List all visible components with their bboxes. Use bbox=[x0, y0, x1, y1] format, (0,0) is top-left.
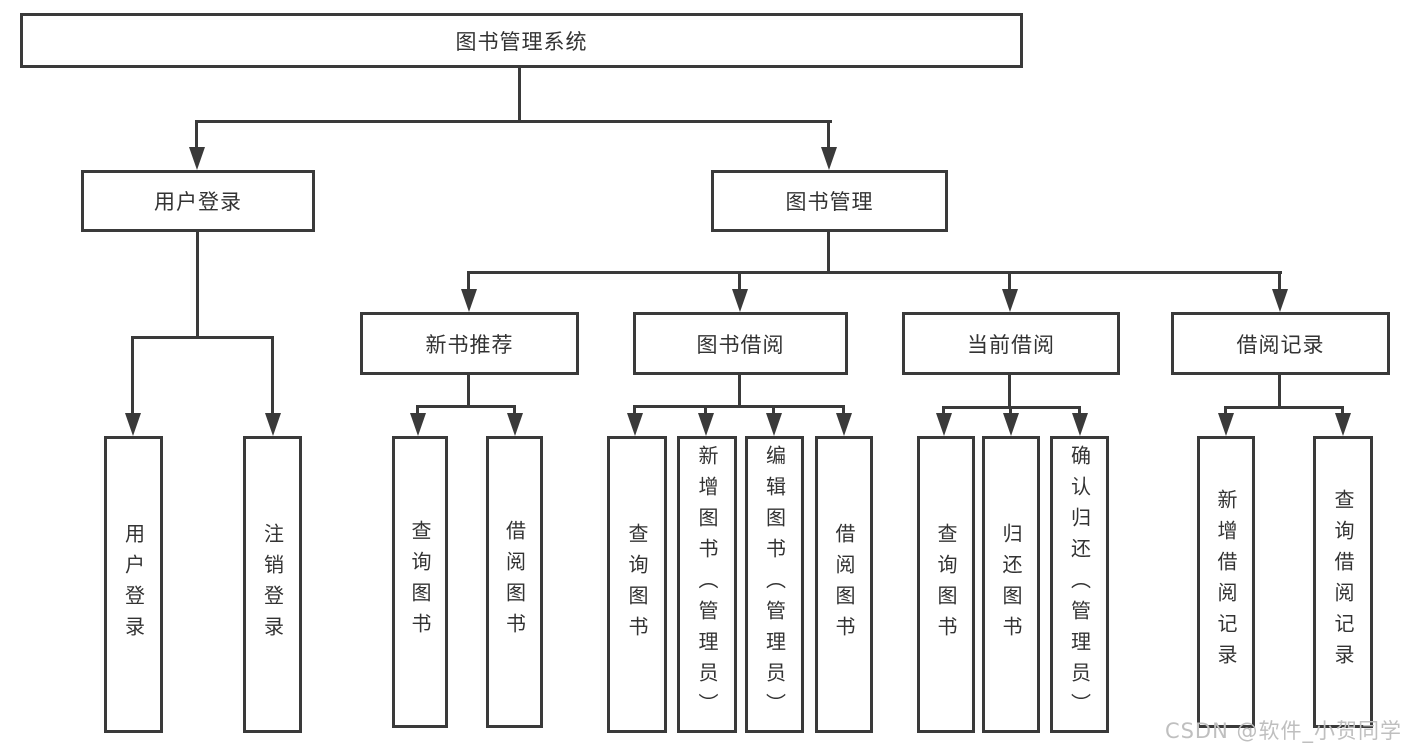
node-leaf-records-query-record: 查询借阅记录 bbox=[1313, 436, 1373, 728]
node-new-book-recommend-label: 新书推荐 bbox=[425, 332, 514, 357]
node-leaf-logout: 注销登录 bbox=[243, 436, 302, 733]
arrowhead-rec-query-icon bbox=[1335, 413, 1351, 436]
edge-drop-cb-return bbox=[1009, 406, 1012, 414]
node-leaf-borrow-borrow-book-label: 借阅图书 bbox=[832, 522, 856, 647]
node-leaf-logout-label: 注销登录 bbox=[260, 522, 285, 647]
arrowhead-nb-borrow-icon bbox=[507, 413, 523, 436]
node-current-borrow-label: 当前借阅 bbox=[967, 332, 1055, 357]
arrowhead-bb-edit-icon bbox=[766, 413, 782, 436]
edge-drop-rec-add bbox=[1224, 406, 1227, 414]
arrowhead-leaf-user-login-icon bbox=[125, 413, 141, 436]
arrowhead-borrow-records-icon bbox=[1272, 289, 1288, 312]
arrowhead-leaf-logout-icon bbox=[265, 413, 281, 436]
edge-currentborrow-stem bbox=[1008, 375, 1011, 406]
edge-drop-borrow-records bbox=[1278, 271, 1281, 291]
edge-drop-bb-edit bbox=[772, 405, 775, 414]
node-leaf-borrow-edit-book: 编辑图书（管理员） bbox=[745, 436, 804, 733]
node-leaf-borrow-query-book-label: 查询图书 bbox=[625, 522, 649, 647]
edge-bookborrow-hbar bbox=[633, 405, 845, 408]
node-leaf-user-login: 用户登录 bbox=[104, 436, 163, 733]
edge-drop-bb-query bbox=[633, 405, 636, 414]
node-leaf-user-login-label: 用户登录 bbox=[121, 522, 146, 647]
node-leaf-newrec-query-book: 查询图书 bbox=[392, 436, 448, 728]
arrowhead-rec-add-icon bbox=[1218, 413, 1234, 436]
edge-drop-current-borrow bbox=[1008, 271, 1011, 291]
node-leaf-borrow-borrow-book: 借阅图书 bbox=[815, 436, 873, 733]
edge-drop-book-borrow bbox=[738, 271, 741, 291]
node-book-borrow-label: 图书借阅 bbox=[696, 332, 785, 357]
edge-root-stem bbox=[518, 68, 521, 120]
node-leaf-borrow-add-book-label: 新增图书（管理员） bbox=[695, 445, 719, 724]
edge-drop-nb-query bbox=[416, 405, 419, 414]
arrowhead-nb-query-icon bbox=[410, 413, 426, 436]
node-borrow-records: 借阅记录 bbox=[1171, 312, 1390, 375]
edge-drop-user-login bbox=[195, 120, 198, 148]
arrowhead-current-borrow-icon bbox=[1002, 289, 1018, 312]
edge-drop-cb-query bbox=[942, 406, 945, 414]
edge-userlogin-hbar bbox=[131, 336, 274, 339]
node-user-login-label: 用户登录 bbox=[154, 190, 242, 214]
arrowhead-bb-query-icon bbox=[627, 413, 643, 436]
arrowhead-bb-borrow-icon bbox=[836, 413, 852, 436]
edge-drop-nb-borrow bbox=[513, 405, 516, 414]
node-leaf-current-confirm-return-label: 确认归还（管理员） bbox=[1067, 445, 1092, 724]
node-borrow-records-label: 借阅记录 bbox=[1236, 332, 1325, 357]
node-book-management-label: 图书管理 bbox=[785, 190, 874, 214]
edge-drop-cb-confirm bbox=[1078, 406, 1081, 414]
arrowhead-bb-add-icon bbox=[698, 413, 714, 436]
node-leaf-current-query-book-label: 查询图书 bbox=[934, 522, 958, 647]
node-leaf-current-confirm-return: 确认归还（管理员） bbox=[1050, 436, 1109, 733]
edge-drop-leaf-user-login bbox=[131, 336, 134, 414]
node-leaf-newrec-query-book-label: 查询图书 bbox=[408, 520, 432, 644]
edge-drop-bb-borrow bbox=[842, 405, 845, 414]
edge-drop-rec-query bbox=[1341, 406, 1344, 414]
node-leaf-current-return-book-label: 归还图书 bbox=[999, 522, 1023, 647]
node-root: 图书管理系统 bbox=[20, 13, 1023, 68]
node-leaf-borrow-add-book: 新增图书（管理员） bbox=[677, 436, 737, 733]
node-root-label: 图书管理系统 bbox=[455, 29, 588, 54]
arrowhead-cb-query-icon bbox=[936, 413, 952, 436]
arrowhead-user-login-icon bbox=[189, 147, 205, 170]
edge-drop-leaf-logout bbox=[271, 336, 274, 414]
arrowhead-book-borrow-icon bbox=[732, 289, 748, 312]
edge-root-hbar bbox=[195, 120, 832, 123]
node-leaf-borrow-query-book: 查询图书 bbox=[607, 436, 667, 733]
edge-records-hbar bbox=[1224, 406, 1344, 409]
node-leaf-borrow-edit-book-label: 编辑图书（管理员） bbox=[762, 445, 787, 724]
node-leaf-newrec-borrow-book-label: 借阅图书 bbox=[502, 520, 527, 644]
edge-records-stem bbox=[1278, 375, 1281, 406]
edge-bookmgmt-stem bbox=[827, 232, 830, 271]
edge-drop-bb-add bbox=[704, 405, 707, 414]
node-book-management: 图书管理 bbox=[711, 170, 948, 232]
arrowhead-book-management-icon bbox=[821, 147, 837, 170]
node-leaf-records-query-record-label: 查询借阅记录 bbox=[1331, 489, 1355, 675]
arrowhead-new-book-icon bbox=[461, 289, 477, 312]
edge-drop-book-management bbox=[827, 120, 830, 148]
node-leaf-current-return-book: 归还图书 bbox=[982, 436, 1040, 733]
node-leaf-records-add-record-label: 新增借阅记录 bbox=[1214, 489, 1238, 675]
edge-drop-new-book bbox=[467, 271, 470, 291]
edge-newbook-hbar bbox=[416, 405, 516, 408]
arrowhead-cb-return-icon bbox=[1003, 413, 1019, 436]
node-new-book-recommend: 新书推荐 bbox=[360, 312, 579, 375]
node-book-borrow: 图书借阅 bbox=[633, 312, 848, 375]
edge-newbook-stem bbox=[467, 375, 470, 405]
edge-userlogin-stem bbox=[196, 232, 199, 336]
watermark: CSDN @软件_小贺同学 bbox=[1164, 719, 1402, 743]
node-user-login: 用户登录 bbox=[81, 170, 315, 232]
arrowhead-cb-confirm-icon bbox=[1072, 413, 1088, 436]
node-current-borrow: 当前借阅 bbox=[902, 312, 1120, 375]
edge-bookborrow-stem bbox=[738, 375, 741, 405]
node-leaf-records-add-record: 新增借阅记录 bbox=[1197, 436, 1255, 728]
node-leaf-newrec-borrow-book: 借阅图书 bbox=[486, 436, 543, 728]
node-leaf-current-query-book: 查询图书 bbox=[917, 436, 975, 733]
edge-bookmgmt-hbar bbox=[467, 271, 1282, 274]
